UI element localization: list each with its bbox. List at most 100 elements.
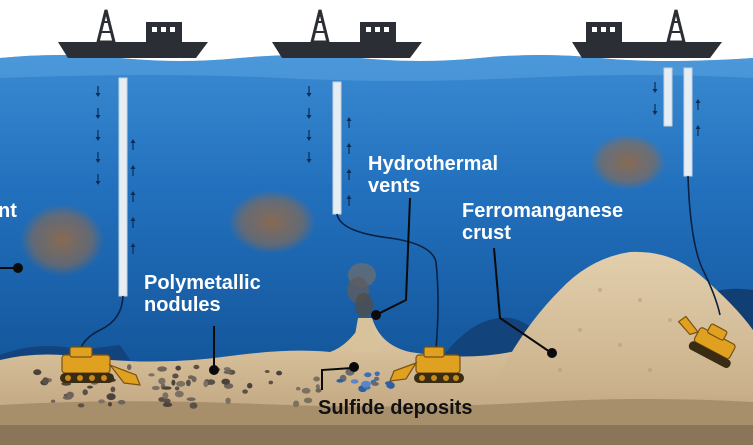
arrow-up-icon xyxy=(130,217,136,228)
nodule xyxy=(66,391,74,399)
nodule xyxy=(293,400,300,408)
nodule xyxy=(301,387,311,394)
arrow-down-icon xyxy=(652,82,658,93)
sulfide-pebble xyxy=(374,371,380,377)
ocean-surface-band xyxy=(0,55,753,81)
nodule xyxy=(295,386,301,391)
nodule xyxy=(223,370,232,375)
nodule xyxy=(42,377,49,385)
nodule xyxy=(313,376,320,382)
umbilical-cables xyxy=(79,175,721,351)
nodule xyxy=(276,370,283,376)
drilling-ship-icon xyxy=(272,9,422,58)
arrow-up-icon xyxy=(346,195,352,206)
nodule xyxy=(242,389,248,394)
arrow-up-icon xyxy=(346,169,352,180)
label-hydrothermal-line2: vents xyxy=(368,175,421,197)
label-ferromanganese-line2: crust xyxy=(462,222,511,244)
nodule xyxy=(193,364,200,370)
nodule xyxy=(186,397,196,402)
arrow-down-icon xyxy=(95,174,101,185)
label-leaders xyxy=(0,197,557,390)
mining-vehicle-icon xyxy=(389,346,464,383)
nodule xyxy=(221,378,230,385)
nodule xyxy=(148,373,155,377)
arrow-down-icon xyxy=(95,108,101,119)
arrow-down-icon xyxy=(306,152,312,163)
vent-smoke xyxy=(347,263,376,317)
label-polymetallic-nodules: Polymetallic nodules xyxy=(144,272,261,316)
sulfide-pebble xyxy=(387,382,395,389)
nodule xyxy=(127,364,132,371)
arrow-up-icon xyxy=(130,139,136,150)
mining-vehicle-icon xyxy=(60,346,141,386)
label-polymetallic-line2: nodules xyxy=(144,294,221,316)
nodule xyxy=(157,366,168,372)
nodule xyxy=(151,385,160,391)
drilling-ship-icon xyxy=(58,9,208,58)
nodule xyxy=(176,380,186,387)
nodule xyxy=(33,369,42,376)
arrow-up-icon xyxy=(695,125,701,136)
label-ferromanganese-line1: Ferromanganese xyxy=(462,200,624,222)
polymetallic-nodules-field xyxy=(33,364,322,409)
nodule xyxy=(87,385,93,389)
arrow-up-icon xyxy=(346,117,352,128)
sulfide-pebble xyxy=(373,376,380,381)
arrow-down-icon xyxy=(306,130,312,141)
flow-arrows xyxy=(95,82,701,254)
arrow-up-icon xyxy=(130,165,136,176)
nodule xyxy=(186,379,191,387)
arrow-down-icon xyxy=(95,152,101,163)
label-polymetallic-line1: Polymetallic xyxy=(144,272,261,294)
hydrothermal-vent-chimney xyxy=(352,318,380,352)
sediment-plume-icon xyxy=(20,204,104,276)
drilling-ship-icon xyxy=(572,9,722,58)
seabed-bottom-band xyxy=(0,425,753,445)
arrow-down-icon xyxy=(306,86,312,97)
nodule xyxy=(163,398,171,404)
nodule xyxy=(98,399,105,404)
nodule xyxy=(315,388,322,393)
nodule xyxy=(162,402,173,408)
mining-vehicle-icon xyxy=(677,315,736,369)
nodule xyxy=(203,380,208,388)
label-partial-left-text: nt xyxy=(0,200,17,222)
nodule xyxy=(50,399,56,403)
arrow-down-icon xyxy=(652,104,658,115)
sulfide-pebble xyxy=(350,379,359,384)
nodule xyxy=(106,393,116,401)
arrow-down-icon xyxy=(306,108,312,119)
label-hydrothermal-line1: Hydrothermal xyxy=(368,153,499,175)
nodule xyxy=(225,397,231,404)
arrow-up-icon xyxy=(346,143,352,154)
nodule xyxy=(315,384,320,389)
label-partial-left: nt xyxy=(0,200,17,222)
nodule xyxy=(162,386,172,390)
nodule xyxy=(82,389,88,396)
nodule xyxy=(108,402,112,407)
nodule xyxy=(174,390,184,398)
sediment-plume-icon xyxy=(590,134,666,190)
sulfide-pebble xyxy=(361,380,371,388)
nodule xyxy=(110,386,116,393)
nodule xyxy=(268,380,274,385)
nodule xyxy=(117,400,126,405)
nodule xyxy=(171,379,176,386)
arrow-up-icon xyxy=(130,191,136,202)
arrow-down-icon xyxy=(95,86,101,97)
riser-pipe-icon xyxy=(118,67,693,297)
label-sulfide-deposits: Sulfide deposits xyxy=(318,397,472,419)
sulfide-pebble xyxy=(364,372,372,378)
nodule xyxy=(247,382,253,389)
arrow-up-icon xyxy=(695,99,701,110)
label-hydrothermal-vents: Hydrothermal vents xyxy=(368,153,498,197)
label-ferromanganese-crust: Ferromanganese crust xyxy=(462,200,623,244)
ferromanganese-mound xyxy=(490,251,753,395)
nodule xyxy=(174,386,180,391)
nodule xyxy=(158,377,166,385)
sulfide-pebble xyxy=(371,381,379,386)
nodule xyxy=(77,403,85,408)
